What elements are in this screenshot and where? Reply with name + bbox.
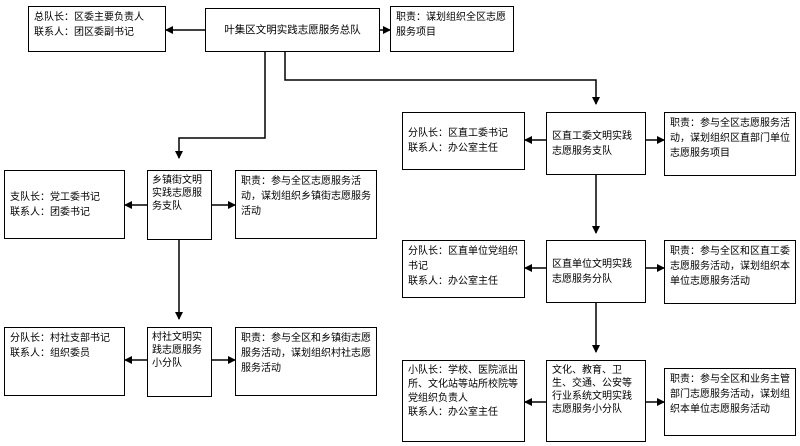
gov-duty: 职责：参与全区志愿服务活动，谋划组织区直部门单位志愿服务项目 xyxy=(670,118,790,159)
hq-title: 叶集区文明实践志愿服务总队 xyxy=(224,23,361,36)
gov-contact: 联系人：办公室主任 xyxy=(408,143,498,154)
sector-leader-box: 小队长：学校、医院派出所、文化站等站所校院等党组织负责人 联系人：办公室主任 xyxy=(402,360,525,442)
hq-contact: 联系人：团区委副书记 xyxy=(34,27,134,38)
arrow-hq-branch-left xyxy=(175,52,266,159)
village-leader: 分队长：村社支部书记 xyxy=(10,333,110,344)
units-leader-box: 分队长：区直单位党组织书记 联系人：办公室主任 xyxy=(402,240,525,298)
hq-leader-box: 总队长：区委主要负责人 联系人：团区委副书记 xyxy=(28,6,166,52)
gov-title-box: 区直工委文明实践志愿服务支队 xyxy=(546,112,646,175)
units-duty: 职责：参与全区和区直工委志愿服务活动，谋划组织本单位志愿服务活动 xyxy=(670,246,790,287)
branch-left-duty: 职责：参与全区志愿服务活动，谋划组织乡镇街志愿服务活动 xyxy=(241,176,371,217)
village-duty-box: 职责：参与全区和乡镇街志愿服务活动，谋划组织村社志愿服务活动 xyxy=(235,327,377,396)
hq-duty: 职责：谋划组织全区志愿服务项目 xyxy=(396,12,506,38)
gov-title: 区直工委文明实践志愿服务支队 xyxy=(552,130,632,157)
branch-left-duty-box: 职责：参与全区志愿服务活动，谋划组织乡镇街志愿服务活动 xyxy=(235,170,377,239)
sector-title-box: 文化、教育、卫生、交通、公安等行业系统文明实践志愿服务小分队 xyxy=(546,360,646,442)
sector-duty-box: 职责：参与全区和业务主管部门志愿服务活动，谋划组织本单位志愿服务活动 xyxy=(664,368,796,436)
sector-title: 文化、教育、卫生、交通、公安等行业系统文明实践志愿服务小分队 xyxy=(552,365,632,415)
branch-left-contact: 联系人：团委书记 xyxy=(10,206,90,218)
village-title: 村社文明实践志愿服务小分队 xyxy=(152,332,202,369)
village-contact: 联系人：组织委员 xyxy=(10,348,90,359)
branch-left-title: 乡镇街文明实践志愿服务支队 xyxy=(152,175,202,212)
branch-left-leader-box: 支队长：党工委书记 联系人：团委书记 xyxy=(4,170,125,239)
units-contact: 联系人：办公室主任 xyxy=(408,276,498,287)
gov-leader: 分队长：区直工委书记 xyxy=(408,128,508,139)
branch-left-title-box: 乡镇街文明实践志愿服务支队 xyxy=(147,170,212,240)
sector-duty: 职责：参与全区和业务主管部门志愿服务活动，谋划组织本单位志愿服务活动 xyxy=(670,374,790,415)
sector-contact: 联系人：办公室主任 xyxy=(408,407,498,418)
units-leader: 分队长：区直单位党组织书记 xyxy=(408,246,518,272)
hq-duty-box: 职责：谋划组织全区志愿服务项目 xyxy=(390,6,514,52)
units-title: 区直单位文明实践志愿服务分队 xyxy=(552,258,632,285)
sector-leader: 小队长：学校、医院派出所、文化站等站所校院等党组织负责人 xyxy=(408,365,518,404)
village-leader-box: 分队长：村社支部书记 联系人：组织委员 xyxy=(4,327,125,396)
units-duty-box: 职责：参与全区和区直工委志愿服务活动，谋划组织本单位志愿服务活动 xyxy=(664,240,796,304)
arrow-hq-gov xyxy=(284,52,600,105)
village-duty: 职责：参与全区和乡镇街志愿服务活动，谋划组织村社志愿服务活动 xyxy=(241,333,371,374)
gov-leader-box: 分队长：区直工委书记 联系人：办公室主任 xyxy=(402,112,525,170)
gov-duty-box: 职责：参与全区志愿服务活动，谋划组织区直部门单位志愿服务项目 xyxy=(664,112,796,176)
hq-title-box: 叶集区文明实践志愿服务总队 xyxy=(205,8,380,52)
branch-left-leader: 支队长：党工委书记 xyxy=(10,191,100,203)
units-title-box: 区直单位文明实践志愿服务分队 xyxy=(546,240,646,303)
village-title-box: 村社文明实践志愿服务小分队 xyxy=(147,327,212,397)
hq-leader: 总队长：区委主要负责人 xyxy=(34,12,144,23)
